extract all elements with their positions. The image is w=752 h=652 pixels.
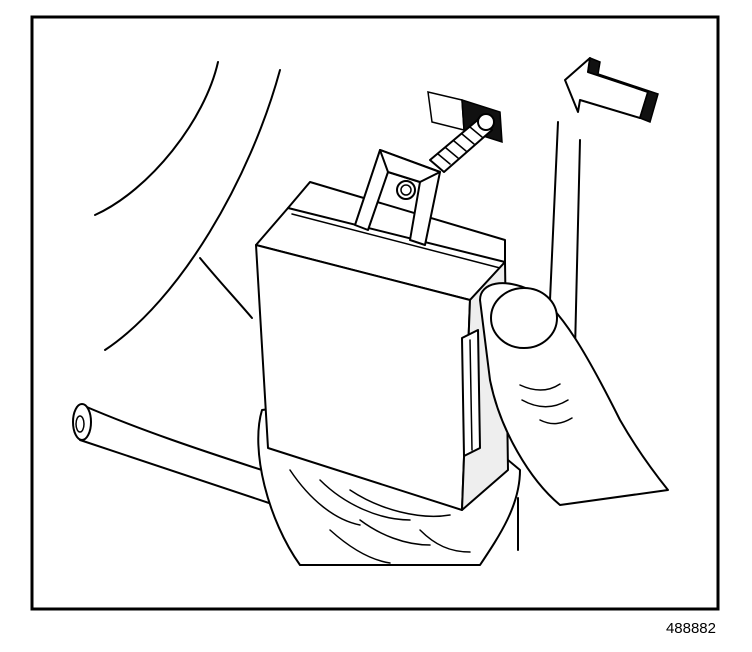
cable-icon [72,403,276,506]
figure-frame [30,15,720,611]
figure-number: 488882 [665,620,716,637]
arrow-icon [564,56,659,124]
thumb-icon [479,282,669,506]
screw-icon [427,91,503,173]
trim-panel-lines [94,61,281,351]
trim-edge-lines [517,121,581,551]
module-icon [255,149,509,511]
